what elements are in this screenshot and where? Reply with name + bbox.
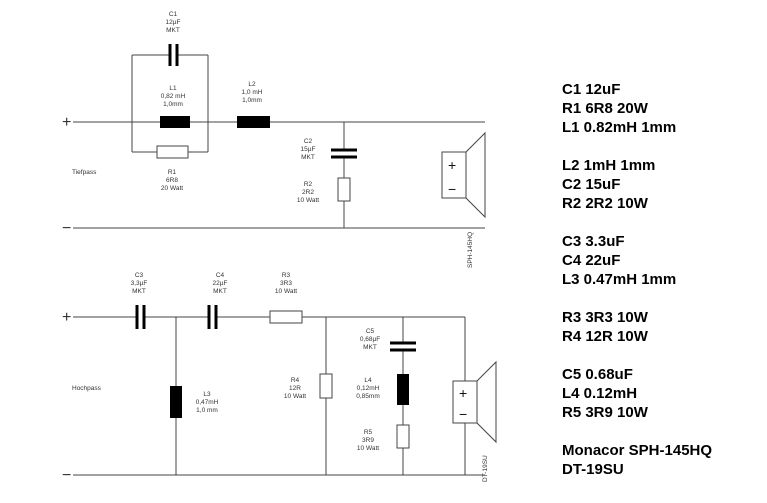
r4-resistor — [319, 373, 333, 399]
highpass-minus-terminal: − — [62, 467, 71, 484]
tweeter-plus-mark: + — [459, 385, 467, 401]
parts-list-group: C1 12uF R1 6R8 20W L1 0.82mH 1mm — [562, 80, 762, 137]
l1-inductor — [160, 116, 190, 128]
l3-inductor — [170, 386, 182, 418]
parts-list-item: Monacor SPH-145HQ — [562, 442, 713, 459]
r3-name: R3 — [282, 272, 291, 279]
speaker-plus-mark: + — [448, 157, 456, 173]
r1-name: R1 — [168, 169, 177, 176]
c4-value: 22µF — [213, 280, 228, 287]
parts-list-group: R3 3R3 10W R4 12R 10W — [562, 308, 762, 346]
parts-list: C1 12uF R1 6R8 20W L1 0.82mH 1mm L2 1mH 1mm… — [562, 80, 762, 498]
c5-value: 0,68µF — [360, 336, 380, 343]
c4-name: C4 — [216, 272, 225, 279]
speaker-minus-mark: − — [448, 181, 456, 197]
c3-value: 3,3µF — [131, 280, 148, 287]
r2-power: 10 Watt — [297, 197, 319, 204]
r2-name: R2 — [304, 181, 313, 188]
l3-wire: 1,0 mm — [196, 407, 218, 414]
l4-inductor — [397, 374, 409, 405]
parts-list-group: L2 1mH 1mm C2 15uF R2 2R2 10W — [562, 156, 762, 213]
l2-name: L2 — [248, 81, 256, 88]
c1-name: C1 — [169, 11, 178, 18]
woofer-model-label: SPH-145HQ — [467, 232, 474, 268]
parts-list-item: C2 15uF — [562, 176, 621, 193]
lowpass-section-label: Tiefpass — [72, 169, 97, 176]
parts-list-item: C3 3.3uF — [562, 233, 625, 250]
parts-list-item: L3 0.47mH 1mm — [562, 271, 677, 288]
l1-name: L1 — [169, 85, 177, 92]
lowpass-plus-terminal: + — [62, 114, 71, 131]
tweeter-model-label: DT-19SU — [482, 455, 489, 482]
r5-value: 3R9 — [362, 437, 374, 444]
parts-list-group: C3 3.3uF C4 22uF L3 0.47mH 1mm — [562, 232, 762, 289]
r4-value: 12R — [289, 385, 301, 392]
l4-value: 0,12mH — [357, 385, 380, 392]
c2-value: 15µF — [301, 146, 316, 153]
r2-value: 2R2 — [302, 189, 314, 196]
r2-resistor — [337, 177, 351, 202]
l4-name: L4 — [364, 377, 372, 384]
c2-name: C2 — [304, 138, 313, 145]
c3-type: MKT — [132, 288, 146, 295]
woofer-speaker-symbol: + − — [441, 131, 486, 219]
parts-list-item: C1 12uF — [562, 81, 621, 98]
c5-name: C5 — [366, 328, 375, 335]
parts-list-item: R1 6R8 20W — [562, 100, 648, 117]
highpass-section-label: Hochpass — [72, 385, 102, 392]
parts-list-item: L2 1mH 1mm — [562, 157, 656, 174]
r1-value: 6R8 — [166, 177, 178, 184]
c5-type: MKT — [363, 344, 377, 351]
r3-power: 10 Watt — [275, 288, 297, 295]
highpass-section: + − DT-19SU + − Hochpass C3 3,3µF MKT C4… — [62, 272, 497, 484]
l3-value: 0,47mH — [196, 399, 219, 406]
c1-value: 12µF — [166, 19, 181, 26]
r1-power: 20 Watt — [161, 185, 183, 192]
l3-name: L3 — [203, 391, 211, 398]
parts-list-item: L4 0.12mH — [562, 385, 638, 402]
r3-resistor — [269, 310, 303, 324]
r1-resistor — [156, 145, 189, 159]
parts-list-group: Monacor SPH-145HQ DT-19SU — [562, 441, 762, 479]
parts-list-item: R3 3R3 10W — [562, 309, 648, 326]
parts-list-item: DT-19SU — [562, 461, 624, 478]
r3-value: 3R3 — [280, 280, 292, 287]
parts-list-item: C4 22uF — [562, 252, 621, 269]
r5-resistor — [396, 424, 410, 449]
l2-wire: 1,0mm — [242, 97, 262, 104]
highpass-plus-terminal: + — [62, 309, 71, 326]
c3-name: C3 — [135, 272, 144, 279]
l1-wire: 1,0mm — [163, 101, 183, 108]
parts-list-item: R4 12R 10W — [562, 328, 648, 345]
tweeter-speaker-symbol: + − — [452, 360, 497, 444]
r5-name: R5 — [364, 429, 373, 436]
c4-type: MKT — [213, 288, 227, 295]
c5-capacitor — [390, 341, 416, 352]
c3-capacitor — [135, 305, 146, 329]
l2-inductor — [237, 116, 270, 128]
tweeter-minus-mark: − — [459, 406, 467, 422]
c2-capacitor — [331, 148, 357, 159]
parts-list-item: R5 3R9 10W — [562, 404, 648, 421]
parts-list-item: R2 2R2 10W — [562, 195, 648, 212]
c1-capacitor — [168, 44, 179, 66]
c1-type: MKT — [166, 27, 180, 34]
lowpass-section: + − SPH-145HQ + − Tiefpass C1 12µF MKT L… — [62, 11, 486, 268]
r4-power: 10 Watt — [284, 393, 306, 400]
c2-type: MKT — [301, 154, 315, 161]
c4-capacitor — [207, 305, 218, 329]
l4-wire: 0,85mm — [356, 393, 379, 400]
lowpass-minus-terminal: − — [62, 220, 71, 237]
r4-name: R4 — [291, 377, 300, 384]
l2-value: 1,0 mH — [242, 89, 263, 96]
parts-list-item: C5 0.68uF — [562, 366, 633, 383]
r5-power: 10 Watt — [357, 445, 379, 452]
parts-list-item: L1 0.82mH 1mm — [562, 119, 677, 136]
l1-value: 0,82 mH — [161, 93, 186, 100]
parts-list-group: C5 0.68uF L4 0.12mH R5 3R9 10W — [562, 365, 762, 422]
